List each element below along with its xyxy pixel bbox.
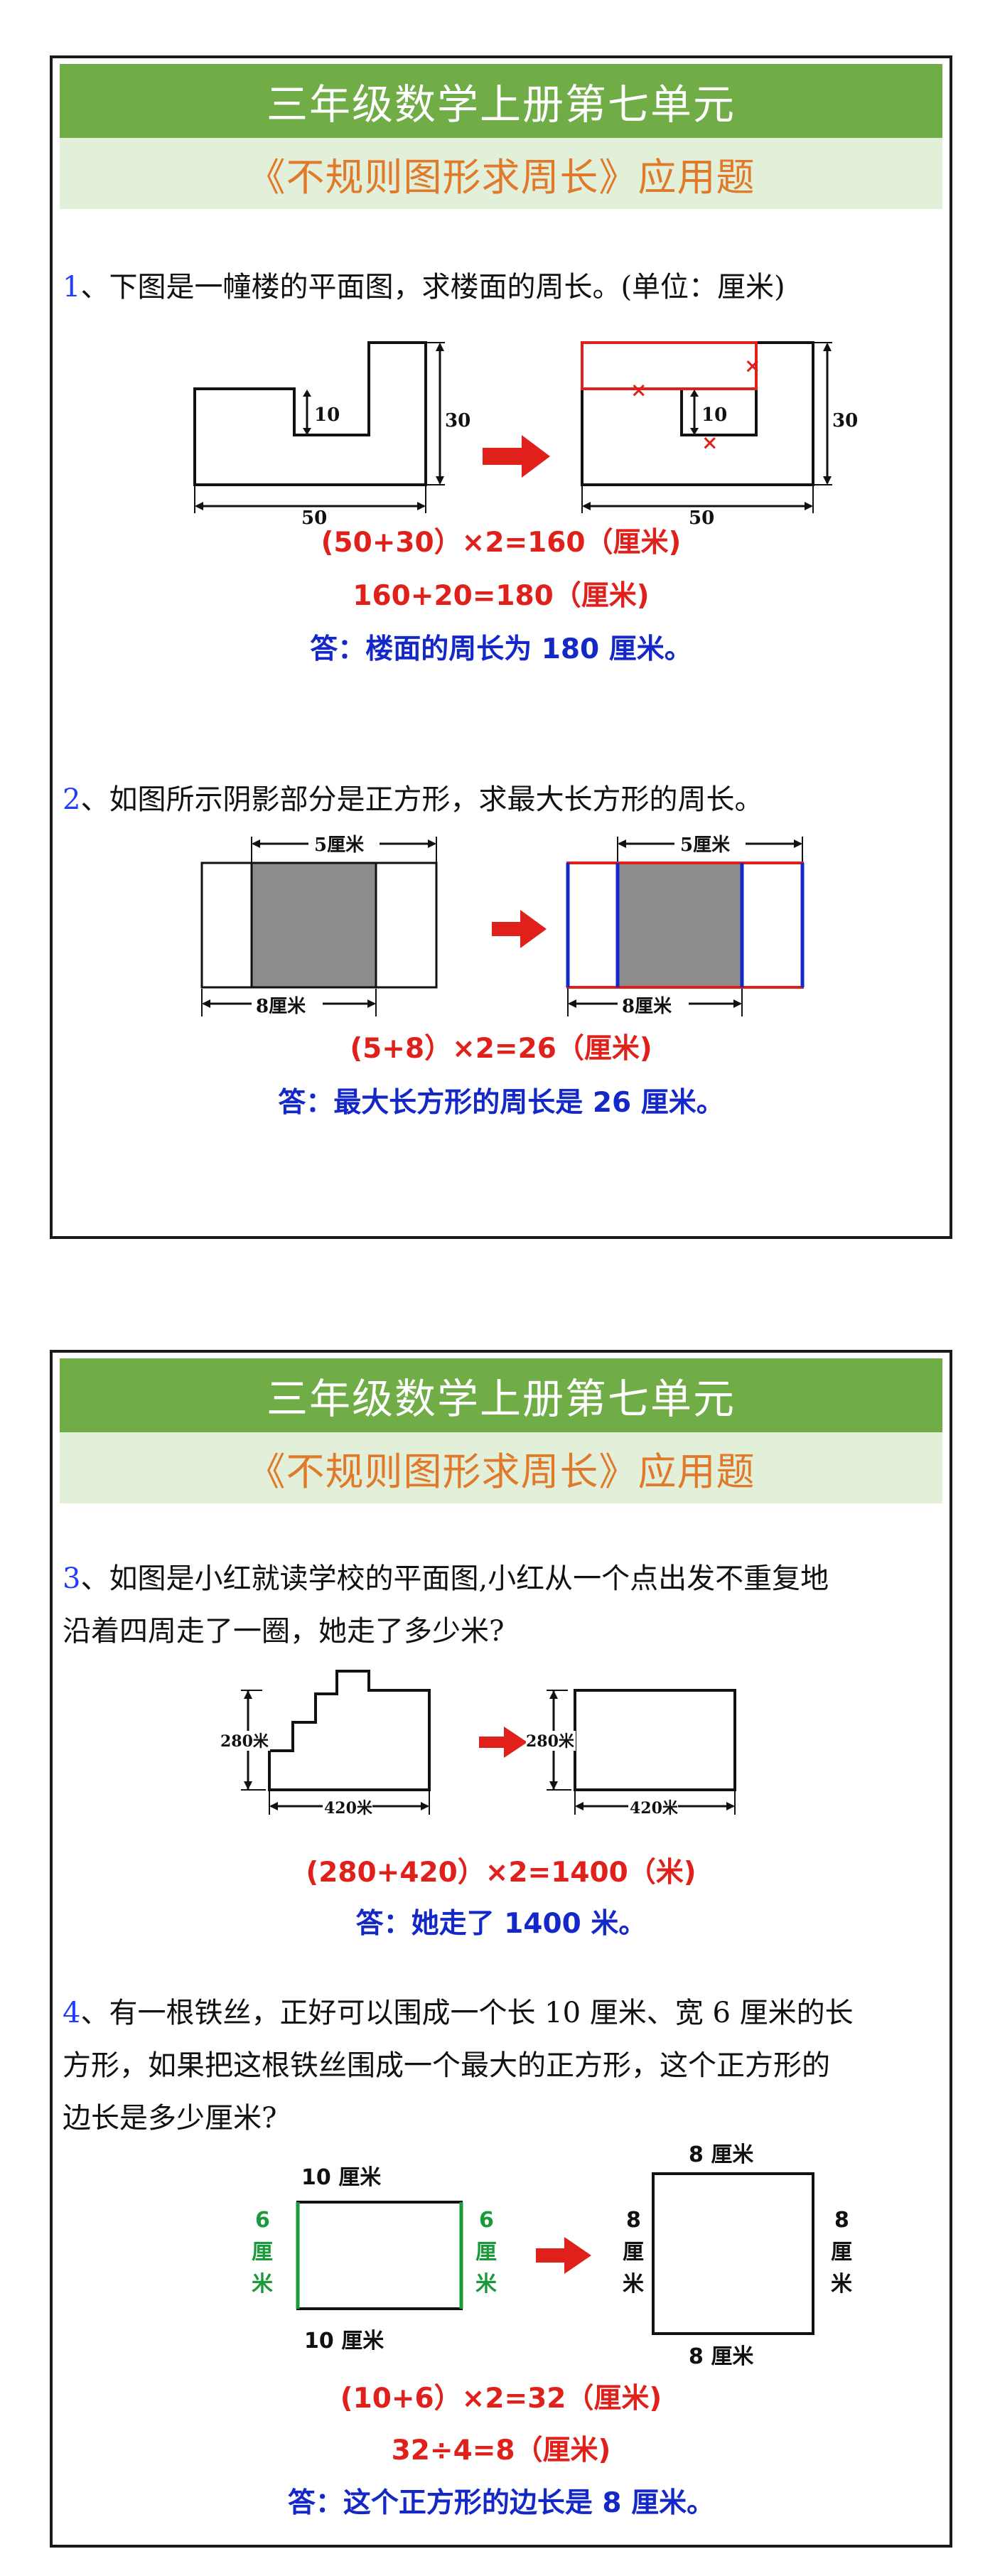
wire-rectangle: 10 厘米 10 厘米 6 厘 米 6 厘 米 (252, 2165, 497, 2354)
figure-q2: 5厘米 8厘米 5厘米 (195, 833, 849, 1018)
school-plan-transformed: 280米 420米 (526, 1689, 736, 1818)
solution-step-1: (50+30）×2=160（厘米) (321, 527, 682, 559)
school-plan-original: 280米 420米 (220, 1670, 431, 1818)
question-1: 1、下图是一幢楼的平面图，求楼面的周长。(单位：厘米) (63, 261, 940, 313)
label-left-unit-2: 米 (252, 2272, 273, 2297)
label-5cm: 5厘米 (314, 834, 364, 856)
label-left-6: 6 (255, 2208, 270, 2233)
worksheet-card-2: 三年级数学上册第七单元 《不规则图形求周长》应用题 3、如图是小红就读学校的平面… (50, 1350, 952, 2548)
label-left-unit-2: 米 (623, 2272, 644, 2297)
label-420m: 420米 (630, 1799, 679, 1818)
label-right-unit-2: 米 (475, 2272, 497, 2297)
wire-square: 8 厘米 8 厘米 8 厘 米 8 厘 米 (623, 2142, 852, 2369)
label-30: 30 (445, 410, 470, 431)
subtitle-bar: 《不规则图形求周长》应用题 (60, 1432, 942, 1503)
worksheet-card-1: 三年级数学上册第七单元 《不规则图形求周长》应用题 1、下图是一幢楼的平面图，求… (50, 55, 952, 1239)
label-left-8: 8 (626, 2208, 641, 2233)
label-bottom-8cm: 8 厘米 (689, 2344, 753, 2369)
question-4: 4、有一根铁丝，正好可以围成一个长 10 厘米、宽 6 厘米的长 方形，如果把这… (63, 1987, 940, 2145)
question-text-line-3: 边长是多少厘米? (63, 2102, 277, 2135)
label-8cm: 8厘米 (622, 996, 672, 1017)
label-right-6: 6 (479, 2208, 494, 2233)
page-subtitle: 《不规则图形求周长》应用题 (247, 154, 755, 200)
label-top-8cm: 8 厘米 (689, 2142, 753, 2167)
page-subtitle: 《不规则图形求周长》应用题 (247, 1449, 755, 1494)
question-number: 1 (63, 271, 81, 304)
label-280m: 280米 (526, 1732, 575, 1751)
label-left-unit-1: 厘 (623, 2240, 644, 2265)
label-8cm: 8厘米 (256, 996, 306, 1017)
transform-arrow-icon (479, 1727, 527, 1758)
label-bottom-10cm: 10 厘米 (304, 2329, 384, 2354)
question-text-line-2: 方形，如果把这根铁丝围成一个最大的正方形，这个正方形的 (63, 2049, 830, 2082)
answer-text: 答：楼面的周长为 180 厘米。 (310, 633, 692, 665)
figure-q3: 280米 420米 280米 (216, 1665, 841, 1829)
question-number: 3 (63, 1562, 81, 1595)
answer-text: 答：她走了 1400 米。 (355, 1908, 647, 1940)
question-number: 4 (63, 1997, 81, 2029)
label-right-unit-2: 米 (831, 2272, 852, 2297)
label-280m: 280米 (220, 1732, 269, 1751)
transform-arrow-icon (483, 435, 550, 478)
title-bar: 三年级数学上册第七单元 (60, 64, 942, 138)
label-420m: 420米 (324, 1799, 373, 1818)
page-title: 三年级数学上册第七单元 (266, 1375, 736, 1423)
label-5cm: 5厘米 (680, 834, 730, 856)
question-text-line-1: 、有一根铁丝，正好可以围成一个长 10 厘米、宽 6 厘米的长 (80, 1997, 854, 2029)
building-plan-original: 10 30 50 (193, 341, 470, 529)
answer-text: 答：最大长方形的周长是 26 厘米。 (278, 1087, 724, 1119)
card-header: 三年级数学上册第七单元 《不规则图形求周长》应用题 (60, 1358, 942, 1503)
question-text: 、如图所示阴影部分是正方形，求最大长方形的周长。 (80, 783, 763, 816)
label-10: 10 (701, 404, 727, 426)
question-number: 2 (63, 783, 81, 816)
label-right-unit-1: 厘 (831, 2240, 852, 2265)
rectangle-transformed: 5厘米 8厘米 (566, 834, 805, 1017)
figure-q4: 10 厘米 10 厘米 6 厘 米 6 厘 米 8 厘米 8 厘米 8 厘 米 (230, 2142, 898, 2376)
solution-step-1: (10+6）×2=32（厘米) (340, 2383, 662, 2415)
label-left-unit-1: 厘 (252, 2240, 273, 2265)
label-right-unit-1: 厘 (475, 2240, 497, 2265)
solution-step-2: 160+20=180（厘米) (353, 580, 650, 612)
question-text-line-1: 、如图是小红就读学校的平面图,小红从一个点出发不重复地 (80, 1562, 829, 1595)
solution-step-1: (5+8）×2=26（厘米) (350, 1033, 652, 1065)
label-10: 10 (314, 404, 340, 426)
label-50: 50 (689, 508, 714, 529)
label-top-10cm: 10 厘米 (301, 2165, 381, 2190)
page-title: 三年级数学上册第七单元 (266, 80, 736, 129)
transform-arrow-icon (492, 910, 547, 948)
figure-q1: 10 30 50 × × (181, 328, 891, 570)
question-2: 2、如图所示阴影部分是正方形，求最大长方形的周长。 (63, 773, 940, 826)
question-3: 3、如图是小红就读学校的平面图,小红从一个点出发不重复地 沿着四周走了一圈，她走… (63, 1552, 940, 1658)
solution-step-2: 32÷4=8（厘米) (391, 2435, 611, 2467)
cross-mark-icon: × (744, 354, 760, 377)
label-right-8: 8 (834, 2208, 849, 2233)
cross-mark-icon: × (701, 431, 718, 454)
rectangle-original: 5厘米 8厘米 (200, 834, 438, 1017)
title-bar: 三年级数学上册第七单元 (60, 1358, 942, 1432)
cross-mark-icon: × (630, 378, 647, 402)
transform-arrow-icon (536, 2237, 591, 2274)
building-plan-transformed: × × × 10 30 50 (581, 341, 858, 529)
answer-text: 答：这个正方形的边长是 8 厘米。 (287, 2487, 715, 2519)
subtitle-bar: 《不规则图形求周长》应用题 (60, 138, 942, 209)
card-header: 三年级数学上册第七单元 《不规则图形求周长》应用题 (60, 64, 942, 209)
label-50: 50 (301, 508, 327, 529)
solution-step-1: (280+420）×2=1400（米) (306, 1857, 696, 1889)
question-text: 、下图是一幢楼的平面图，求楼面的周长。(单位：厘米) (80, 271, 785, 304)
question-text-line-2: 沿着四周走了一圈，她走了多少米? (63, 1615, 505, 1648)
label-30: 30 (832, 410, 858, 431)
